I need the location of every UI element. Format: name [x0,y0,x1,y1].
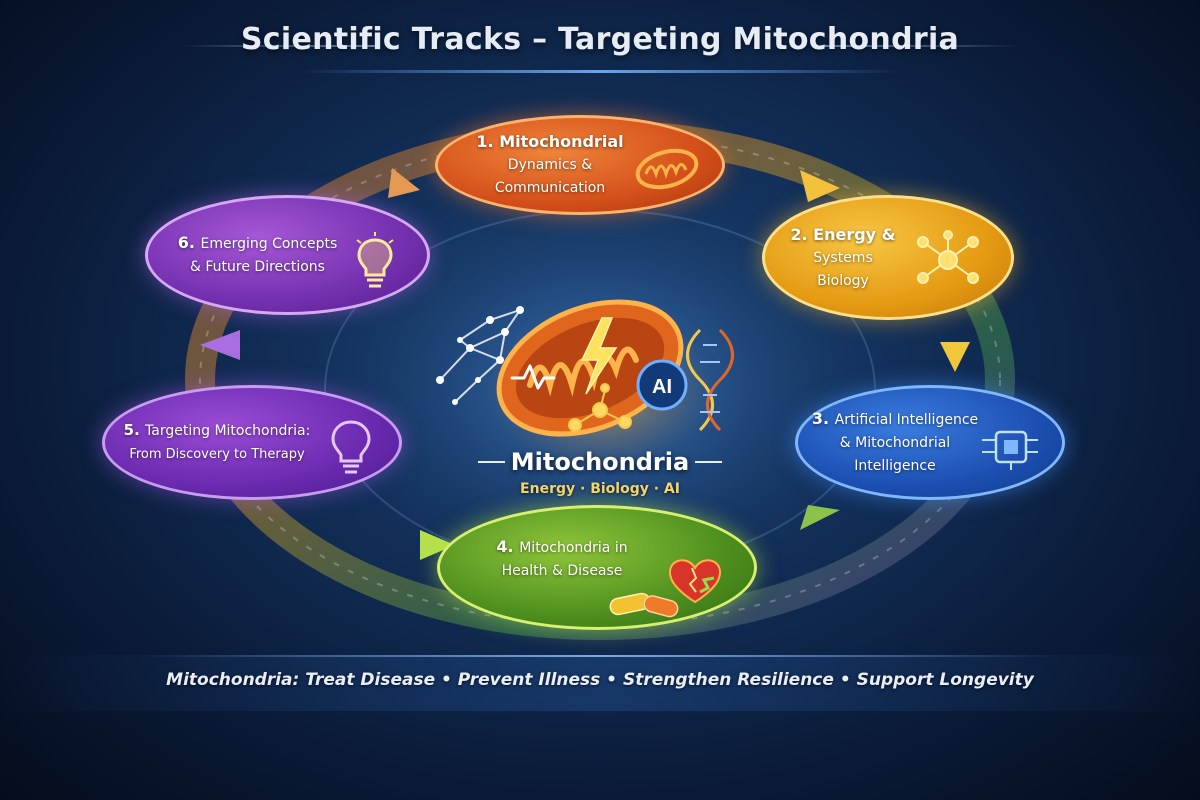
track-5-line2: From Discovery to Therapy [129,447,305,462]
network-icon [917,230,979,284]
track-2-number: 2. [790,224,808,244]
track-1-number: 1. [476,132,494,151]
track-4-line2: Health & Disease [501,562,623,579]
lightning-bolt-icon [580,317,618,395]
title-glow [300,70,900,73]
ai-badge-label: AI [652,376,672,398]
track-2-line1: Energy & [813,224,896,244]
track-2-line3: Biology [817,272,869,289]
arrow-4-to-5 [420,530,455,560]
cristae [527,346,639,397]
molecule-icon [568,383,632,432]
track-5-number: 5. [123,421,140,439]
center-subtitle: Energy · Biology · AI [520,481,680,497]
track-3-line2: & Mitochondrial [839,435,951,451]
network-nodes [436,306,524,405]
dna-helix-icon [686,328,734,432]
track-5-node[interactable]: 5. Targeting Mitochondria: From Discover… [102,385,402,500]
footer-rule [140,655,1060,657]
track-3-number: 3. [811,409,830,428]
track-1-line2: Dynamics & [507,157,593,173]
mitochondria-icon [635,148,699,190]
ai-badge-icon [636,359,688,411]
lightbulb-icon [331,420,371,474]
arrow-3-to-4 [800,505,840,530]
title-rule-left [180,45,380,47]
track-3-node[interactable]: 3. Artificial Intelligence & Mitochondri… [795,385,1065,500]
arrow-5-to-6 [200,330,240,360]
title-rule-right [820,45,1020,47]
pulse-icon [510,364,556,390]
lightbulb-icon [356,232,394,288]
track-6-line2: & Future Directions [190,259,325,275]
track-3-line3: Intelligence [854,458,936,474]
track-4-line1: Mitochondria in [519,539,628,556]
track-3-line1: Artificial Intelligence [834,412,979,428]
arrow-1-to-2 [800,170,840,202]
track-5-line1: Targeting Mitochondria: [145,423,311,439]
track-2-line2: Systems [813,249,873,266]
track-6-line1: Emerging Concepts [200,236,338,252]
page-title: Scientific Tracks – Targeting Mitochondr… [240,22,960,57]
track-2-node[interactable]: 2. Energy & Systems Biology [762,195,1014,320]
arrow-2-to-3 [940,342,970,372]
track-1-line1: Mitochondrial [499,132,624,151]
track-4-number: 4. [496,536,514,556]
heart-pill-icon [609,559,722,618]
track-1-node[interactable]: 1. Mitochondrial Dynamics & Communicatio… [435,115,725,215]
arrow-6-to-1 [388,168,420,198]
track-4-node[interactable]: 4. Mitochondria in Health & Disease [437,505,757,630]
track-6-number: 6. [177,233,195,252]
track-1-line3: Communication [494,180,606,196]
center-title: Mitochondria [510,448,690,476]
circuit-icon [982,430,1038,470]
footer-band [0,655,1200,711]
track-6-node[interactable]: 6. Emerging Concepts & Future Directions [145,195,430,315]
footer-tagline: Mitochondria: Treat Disease • Prevent Il… [166,670,1034,690]
